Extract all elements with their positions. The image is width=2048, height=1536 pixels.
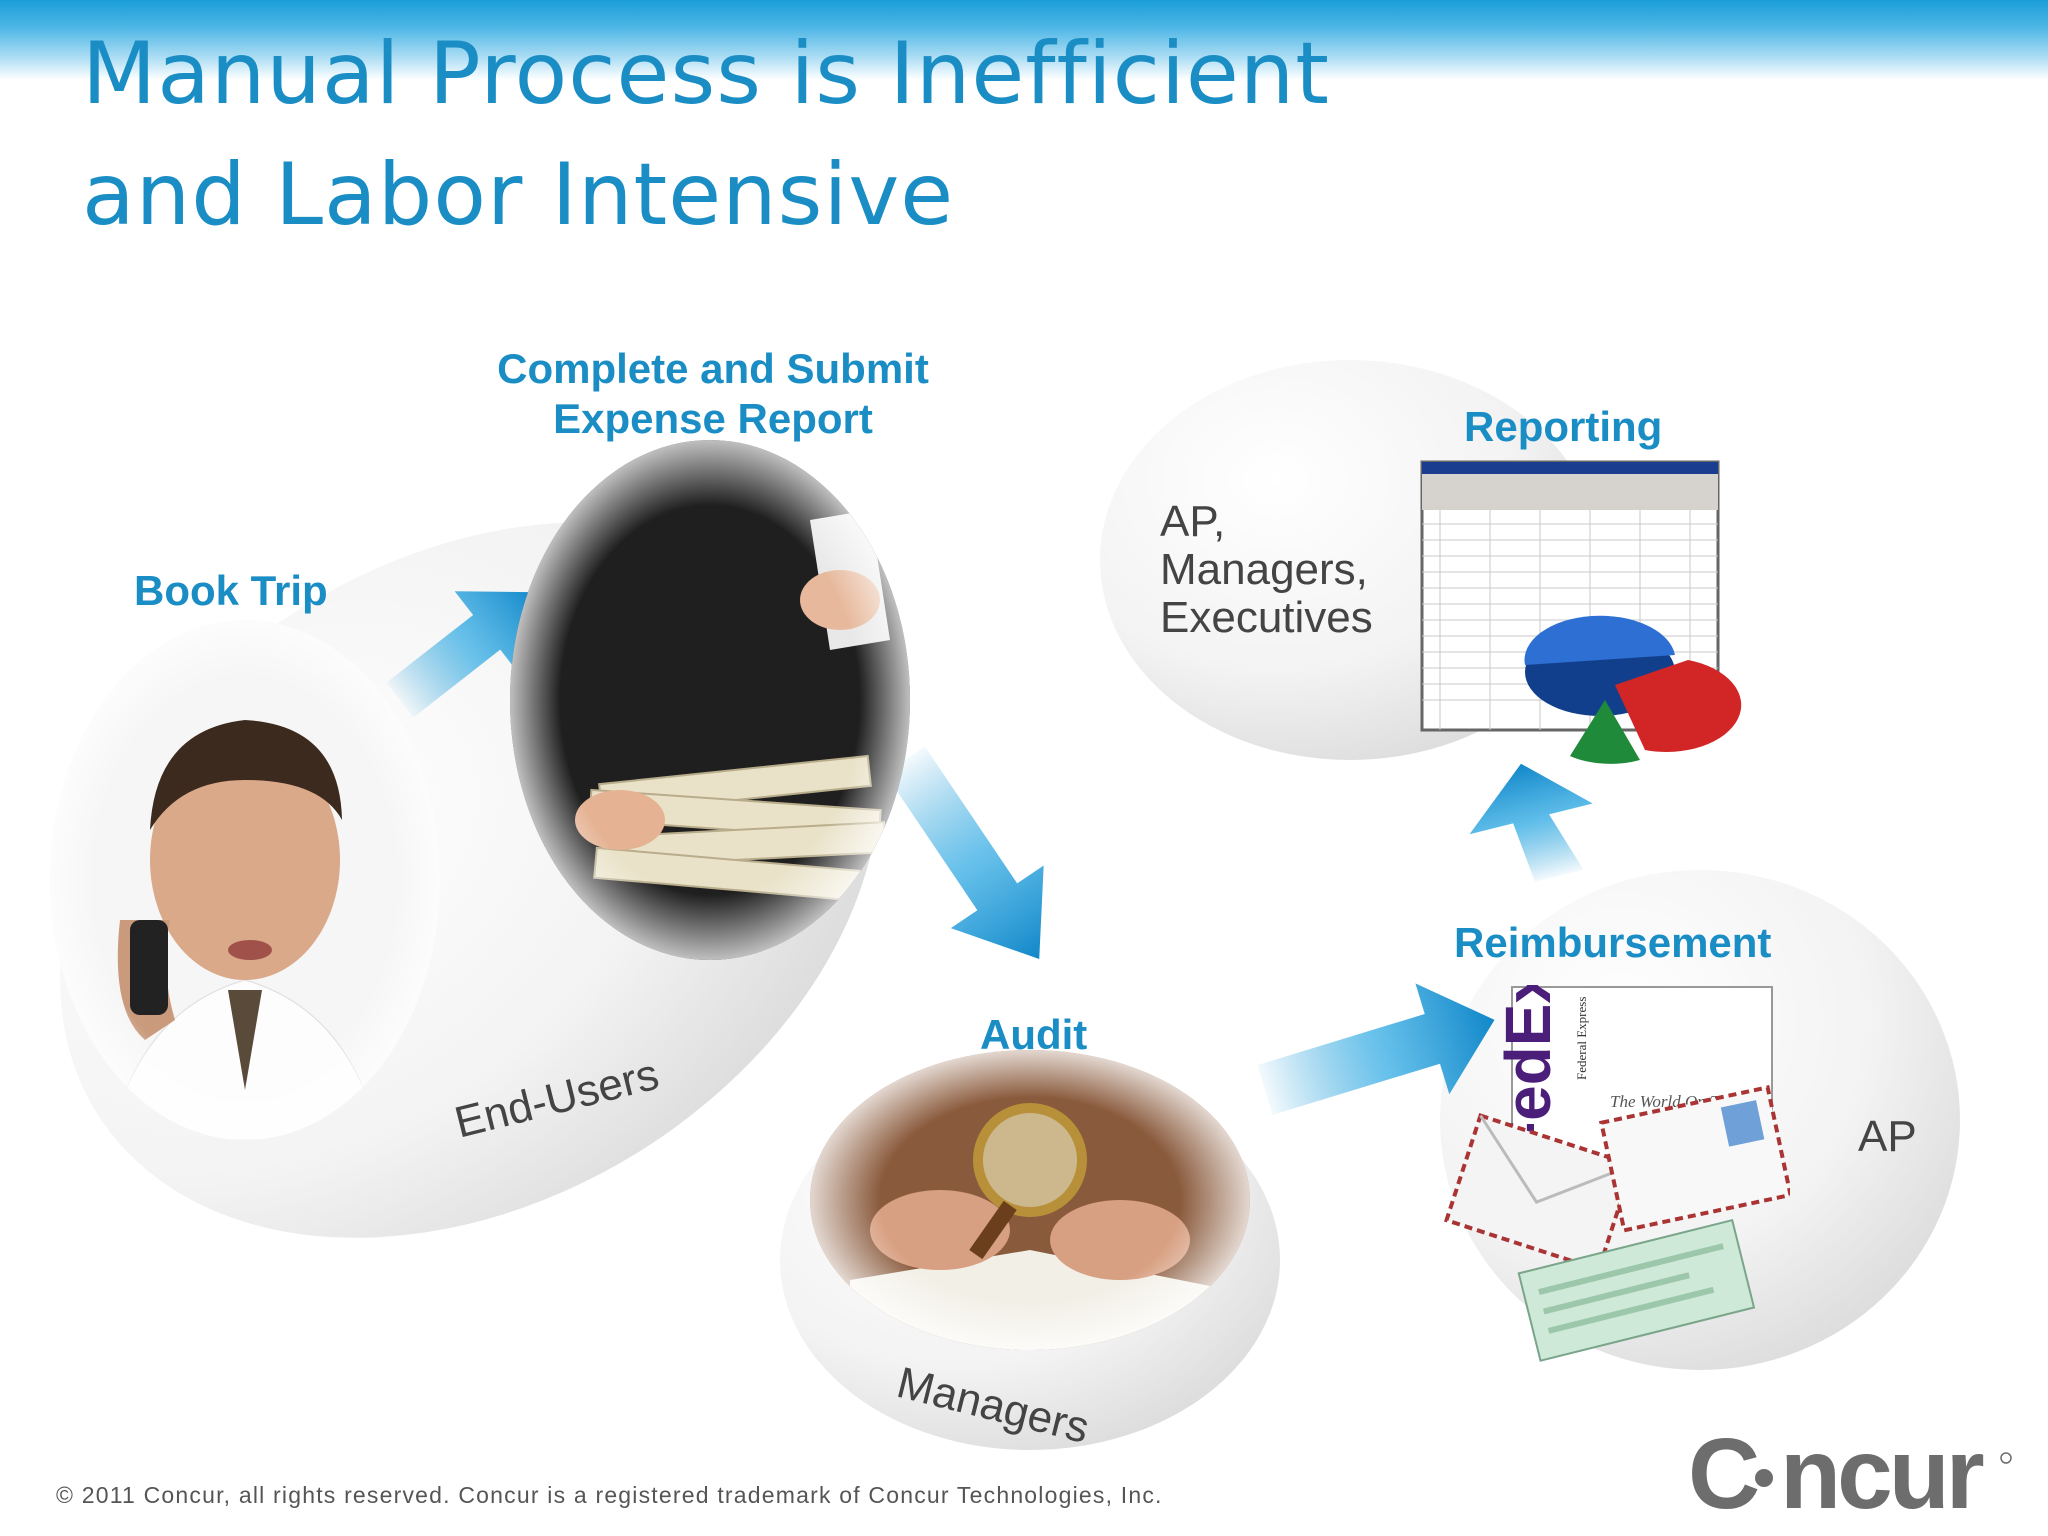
top-gradient-bar — [0, 0, 2048, 80]
step-complete-submit-line-2: Expense Report — [553, 395, 873, 442]
book-trip-photo — [50, 620, 440, 1140]
concur-logo: C ncur — [1688, 1418, 2018, 1530]
role-ap: AP — [1858, 1112, 1917, 1161]
arrow-audit-to-reimbursement — [1257, 983, 1495, 1115]
audit-photo — [810, 1050, 1250, 1350]
arrow-reimbursement-to-reporting — [1469, 763, 1593, 882]
step-complete-submit-line-1: Complete and Submit — [497, 345, 929, 392]
slide-title: Manual Process is Inefficient and Labor … — [82, 14, 1330, 256]
fedex-sub-text: Federal Express — [1574, 997, 1589, 1080]
role-reporting-audience: AP, Managers, Executives — [1160, 498, 1373, 642]
step-reimbursement: Reimbursement — [1454, 919, 1772, 966]
copyright-footer: © 2011 Concur, all rights reserved. Conc… — [56, 1482, 1163, 1508]
step-audit: Audit — [980, 1011, 1088, 1058]
arrow-submit-to-audit — [885, 746, 1044, 959]
arrow-booktrip-to-submit — [386, 591, 538, 718]
reporting-image — [1420, 460, 1750, 780]
reimbursement-image: FedEx Federal Express The World On Time — [1440, 968, 1793, 1375]
slide-title-line-2: and Labor Intensive — [82, 145, 955, 245]
concur-logo-text: C ncur — [1688, 1418, 1984, 1528]
expense-report-photo — [510, 440, 910, 960]
step-complete-submit: Complete and Submit Expense Report — [478, 344, 948, 444]
step-reporting: Reporting — [1464, 403, 1663, 450]
role-reporting-managers: Managers, — [1160, 545, 1368, 594]
role-reporting-executives: Executives — [1160, 593, 1373, 642]
step-book-trip: Book Trip — [134, 567, 328, 614]
role-reporting-ap: AP, — [1160, 497, 1226, 546]
slide-title-line-1: Manual Process is Inefficient — [82, 24, 1330, 124]
